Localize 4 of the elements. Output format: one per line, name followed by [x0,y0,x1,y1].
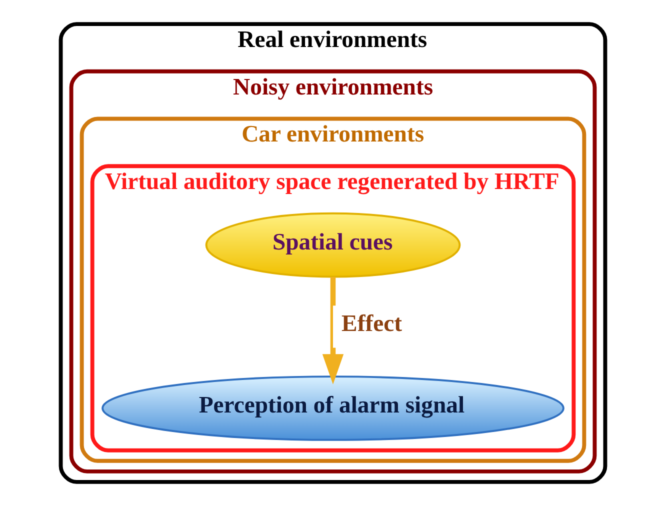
node-ellipse: Spatial cues [204,212,460,278]
arrow [322,276,344,384]
node-ellipse: Perception of alarm signal [101,376,564,441]
edge-label: Effect [341,311,402,338]
